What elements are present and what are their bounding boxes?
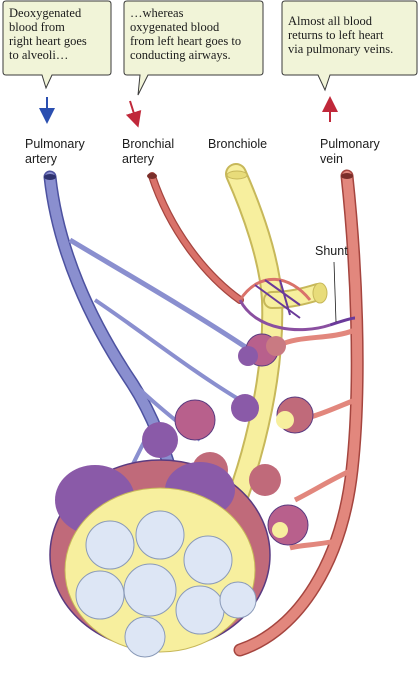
label-pulmonary-artery: Pulmonary artery [25, 137, 85, 166]
label-bronchial-artery: Bronchial artery [122, 137, 175, 166]
callout-left-text: Deoxygenated blood from right heart goes… [9, 6, 87, 62]
alveolar-cluster-upper [238, 333, 286, 367]
alveolus [75, 570, 125, 620]
label-shunt: Shunt [315, 244, 348, 258]
label-pulmonary-vein: Pulmonary vein [320, 137, 380, 166]
callout-middle-text: …whereas oxygenated blood from left hear… [130, 6, 242, 62]
alveolus [183, 535, 233, 585]
alveolus [219, 581, 257, 619]
alveolar-sac [49, 459, 271, 658]
pulmonary-vein-vessel [233, 169, 364, 657]
alveolar-cluster-mid [231, 394, 314, 434]
alveolus [175, 585, 225, 635]
callout-right-text: Almost all blood returns to left heart v… [288, 14, 394, 56]
bronchial-artery-arrow [125, 100, 142, 128]
callout-left-bubble [2, 0, 112, 90]
bronchial-artery-vessel [147, 172, 331, 332]
callout-middle-bubble [123, 0, 264, 96]
alveolus [123, 563, 177, 617]
alveolus [135, 510, 185, 560]
shunt-pointer [333, 261, 337, 323]
label-bronchiole: Bronchiole [208, 137, 268, 151]
alveolar-cluster-lower [249, 464, 309, 546]
callout-right-bubble [281, 0, 418, 92]
alveolus [85, 520, 135, 570]
alveolus [124, 616, 166, 658]
shunt-vessel [329, 316, 356, 327]
